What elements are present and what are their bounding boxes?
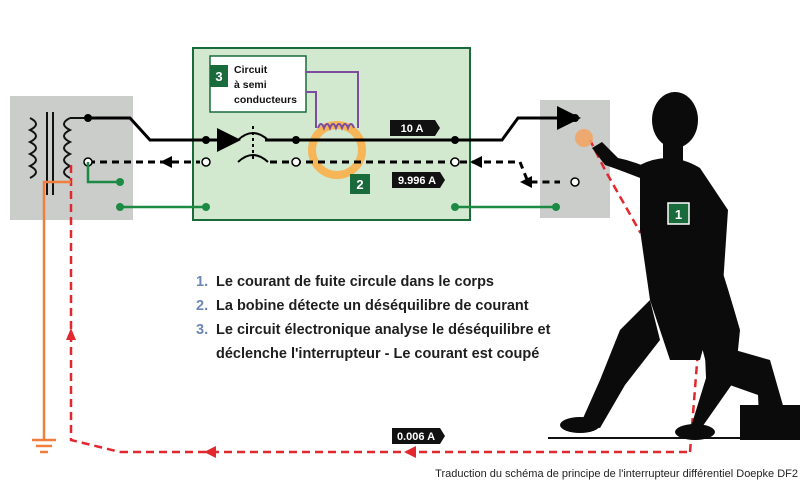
switch-contact xyxy=(237,126,269,163)
step-number: 3. xyxy=(196,322,209,338)
svg-text:0.006 A: 0.006 A xyxy=(397,431,435,443)
terminals xyxy=(83,114,580,187)
step-item: 1. Le courant de fuite circule dans le c… xyxy=(196,270,596,294)
person-silhouette xyxy=(560,92,800,440)
sense-wire xyxy=(306,71,359,128)
badge-1-label: 1 xyxy=(675,207,682,222)
neutral-line xyxy=(88,160,560,184)
step-text: Le circuit électronique analyse le déséq… xyxy=(216,322,551,362)
neutral-arrow-left-3 xyxy=(520,176,532,188)
ground-wire xyxy=(32,180,71,454)
svg-text:9.996 A: 9.996 A xyxy=(398,175,436,187)
current-in-tag: 10 A xyxy=(390,120,440,136)
leak-arrow-2 xyxy=(404,446,416,458)
svg-text:10 A: 10 A xyxy=(401,123,424,135)
circuit-box-line-2: à semi xyxy=(234,79,267,91)
badge-2-label: 2 xyxy=(356,177,363,192)
neutral-arrow-left-2 xyxy=(470,156,482,168)
step-item: 3. Le circuit électronique analyse le dé… xyxy=(196,318,596,366)
neutral-arrow-left-1 xyxy=(160,156,172,168)
earth-wire xyxy=(86,162,556,209)
leak-arrow-up xyxy=(66,328,76,340)
step-number: 1. xyxy=(196,274,209,290)
current-out-tag: 9.996 A xyxy=(392,172,445,188)
circuit-box-label: Circuit à semi conducteurs xyxy=(234,63,297,108)
step-item: 2. La bobine détecte un déséquilibre de … xyxy=(196,294,596,318)
credit-caption: Traduction du schéma de principe de l'in… xyxy=(435,468,798,480)
contact-glow xyxy=(575,129,593,147)
step-text: Le courant de fuite circule dans le corp… xyxy=(216,274,494,290)
current-leak-tag: 0.006 A xyxy=(392,428,445,444)
transformer-panel xyxy=(10,96,133,220)
badge-1 xyxy=(667,202,690,225)
coil-winding xyxy=(317,123,355,131)
earth-terminals xyxy=(116,178,560,211)
badge-2 xyxy=(350,174,370,194)
step-text: La bobine détecte un déséquilibre de cou… xyxy=(216,298,529,314)
step-number: 2. xyxy=(196,298,209,314)
circuit-box-line-3: conducteurs xyxy=(234,94,298,106)
badge-3 xyxy=(210,65,228,87)
leak-arrow-1 xyxy=(204,446,216,458)
steps-list: 1. Le courant de fuite circule dans le c… xyxy=(196,270,596,366)
badge-3-label: 3 xyxy=(215,69,222,84)
circuit-box-line-1: Circuit xyxy=(234,64,268,76)
